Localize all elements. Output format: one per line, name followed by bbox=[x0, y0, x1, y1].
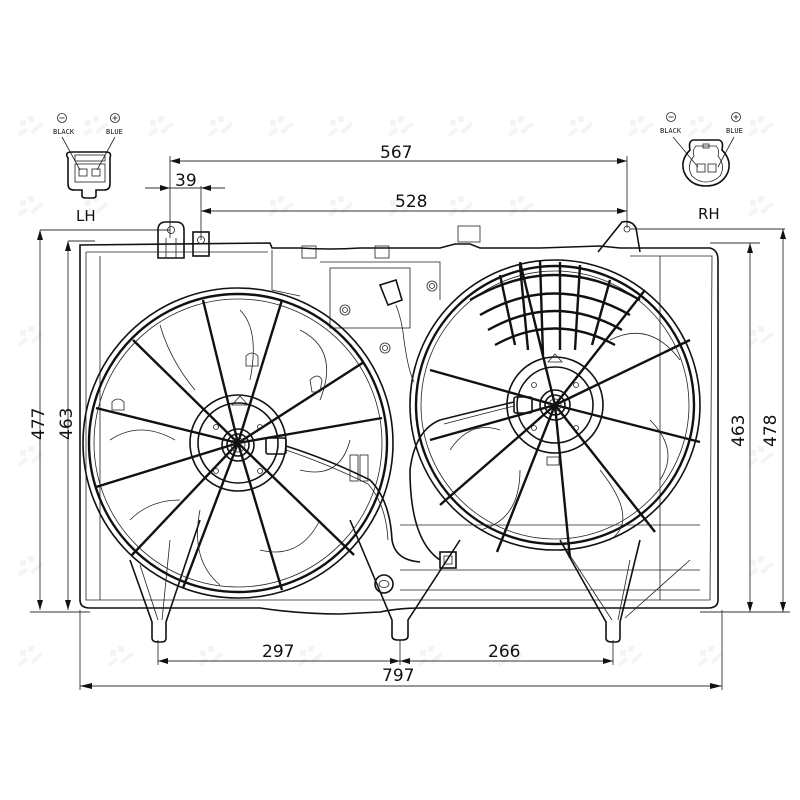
right-fan bbox=[378, 259, 701, 569]
dim-797: 797 bbox=[382, 666, 414, 686]
plus-icon bbox=[731, 112, 741, 122]
dim-463-right: 463 bbox=[729, 415, 749, 447]
dim-463-left: 463 bbox=[57, 408, 77, 440]
left-dimensions: 477 463 bbox=[29, 229, 170, 613]
lh-black-label: BLACK bbox=[53, 128, 75, 136]
right-dimensions: 478 463 bbox=[630, 228, 790, 613]
lh-blue-label: BLUE bbox=[106, 128, 123, 136]
left-fan-spokes bbox=[95, 299, 383, 591]
left-fan bbox=[82, 287, 421, 599]
minus-icon bbox=[666, 112, 676, 122]
minus-icon bbox=[57, 113, 67, 123]
lh-label: LH bbox=[76, 207, 96, 225]
dim-477: 477 bbox=[29, 408, 49, 440]
dim-39: 39 bbox=[175, 171, 197, 191]
dim-266: 266 bbox=[488, 642, 520, 662]
bottom-dimensions: 297 266 797 bbox=[79, 610, 723, 690]
right-fan-guard bbox=[469, 259, 641, 356]
rh-blue-label: BLUE bbox=[726, 127, 743, 135]
rh-black-label: BLACK bbox=[660, 127, 682, 135]
top-dimensions: 567 39 528 bbox=[145, 143, 628, 240]
dim-528: 528 bbox=[395, 192, 427, 212]
dim-297: 297 bbox=[262, 642, 294, 662]
dim-478: 478 bbox=[761, 415, 781, 447]
lh-connector: BLACK BLUE LH bbox=[53, 113, 123, 225]
plus-icon bbox=[110, 113, 120, 123]
rh-label: RH bbox=[698, 205, 720, 223]
rh-connector: BLACK BLUE RH bbox=[660, 112, 743, 223]
dim-567: 567 bbox=[380, 143, 412, 163]
right-fan-spokes bbox=[429, 261, 701, 559]
right-fan-blades bbox=[449, 333, 681, 541]
mounting-legs bbox=[129, 519, 691, 643]
